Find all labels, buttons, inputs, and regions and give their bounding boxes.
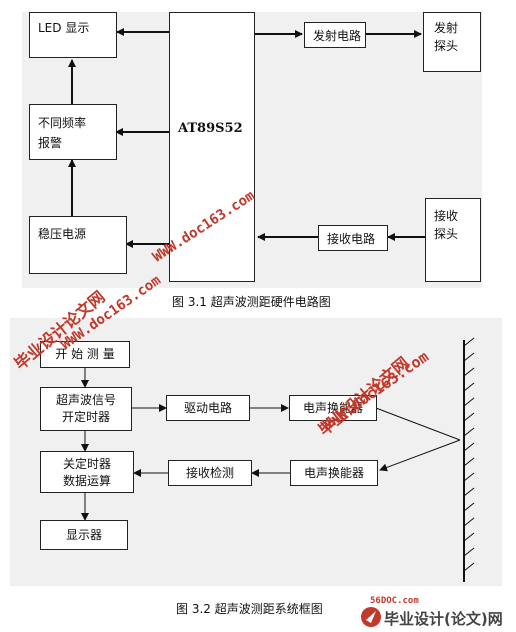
alarm-label-line1: 不同频率 <box>38 116 87 130</box>
figure1-caption: 图 3.1 超声波测距硬件电路图 <box>172 295 331 309</box>
tx-probe-box: 发射 探头 <box>423 12 481 72</box>
alarm-box: 不同频率 报警 <box>29 104 117 160</box>
rx-circuit-box: 接收电路 <box>318 225 388 251</box>
stop-timer-box: 关定时器 数据运算 <box>40 451 134 493</box>
logo-emblem-icon <box>361 607 381 627</box>
receive-detect-label: 接收检测 <box>185 466 234 480</box>
power-supply-label: 稳压电源 <box>38 227 87 241</box>
tx-circuit-label: 发射电路 <box>313 29 362 43</box>
rx-probe-label-line1: 接收 <box>434 209 459 223</box>
tx-probe-label-line2: 探头 <box>434 39 459 53</box>
logo-text: 毕业设计(论文)网 <box>384 610 503 628</box>
transducer-tx-label: 电声换能器 <box>302 401 363 415</box>
alarm-label-line2: 报警 <box>38 136 63 150</box>
stop-timer-label-line2: 数据运算 <box>62 474 111 488</box>
start-label: 开 始 测 量 <box>55 347 115 361</box>
tx-probe-label-line1: 发射 <box>434 21 459 35</box>
signal-timer-label-line1: 超声波信号 <box>55 393 116 407</box>
tx-circuit-box: 发射电路 <box>304 22 366 48</box>
rx-probe-box: 接收 探头 <box>425 198 481 282</box>
drive-circuit-box: 驱动电路 <box>166 395 250 421</box>
drive-circuit-label: 驱动电路 <box>183 401 232 415</box>
led-display-label: LED 显示 <box>38 21 90 35</box>
signal-timer-label-line2: 开定时器 <box>61 410 110 424</box>
power-supply-box: 稳压电源 <box>29 216 127 274</box>
logo-domain: 56DOC.com <box>370 596 419 606</box>
display-label: 显示器 <box>65 528 102 542</box>
transducer-tx-box: 电声换能器 <box>289 395 377 421</box>
transducer-rx-box: 电声换能器 <box>290 460 378 486</box>
display-box: 显示器 <box>40 520 128 550</box>
led-display-box: LED 显示 <box>29 12 117 58</box>
mcu-box: AT89S52 <box>169 12 255 282</box>
rx-circuit-label: 接收电路 <box>327 232 376 246</box>
signal-timer-box: 超声波信号 开定时器 <box>40 387 132 431</box>
stop-timer-label-line1: 关定时器 <box>62 457 111 471</box>
site-logo: 56DOC.com 毕业设计(论文)网 <box>360 596 514 630</box>
figure2-caption: 图 3.2 超声波测距系统框图 <box>176 602 323 616</box>
start-box: 开 始 测 量 <box>40 341 130 368</box>
rx-probe-label-line2: 探头 <box>434 227 459 241</box>
transducer-rx-label: 电声换能器 <box>303 466 364 480</box>
mcu-label: AT89S52 <box>178 121 243 136</box>
receive-detect-box: 接收检测 <box>168 460 252 486</box>
